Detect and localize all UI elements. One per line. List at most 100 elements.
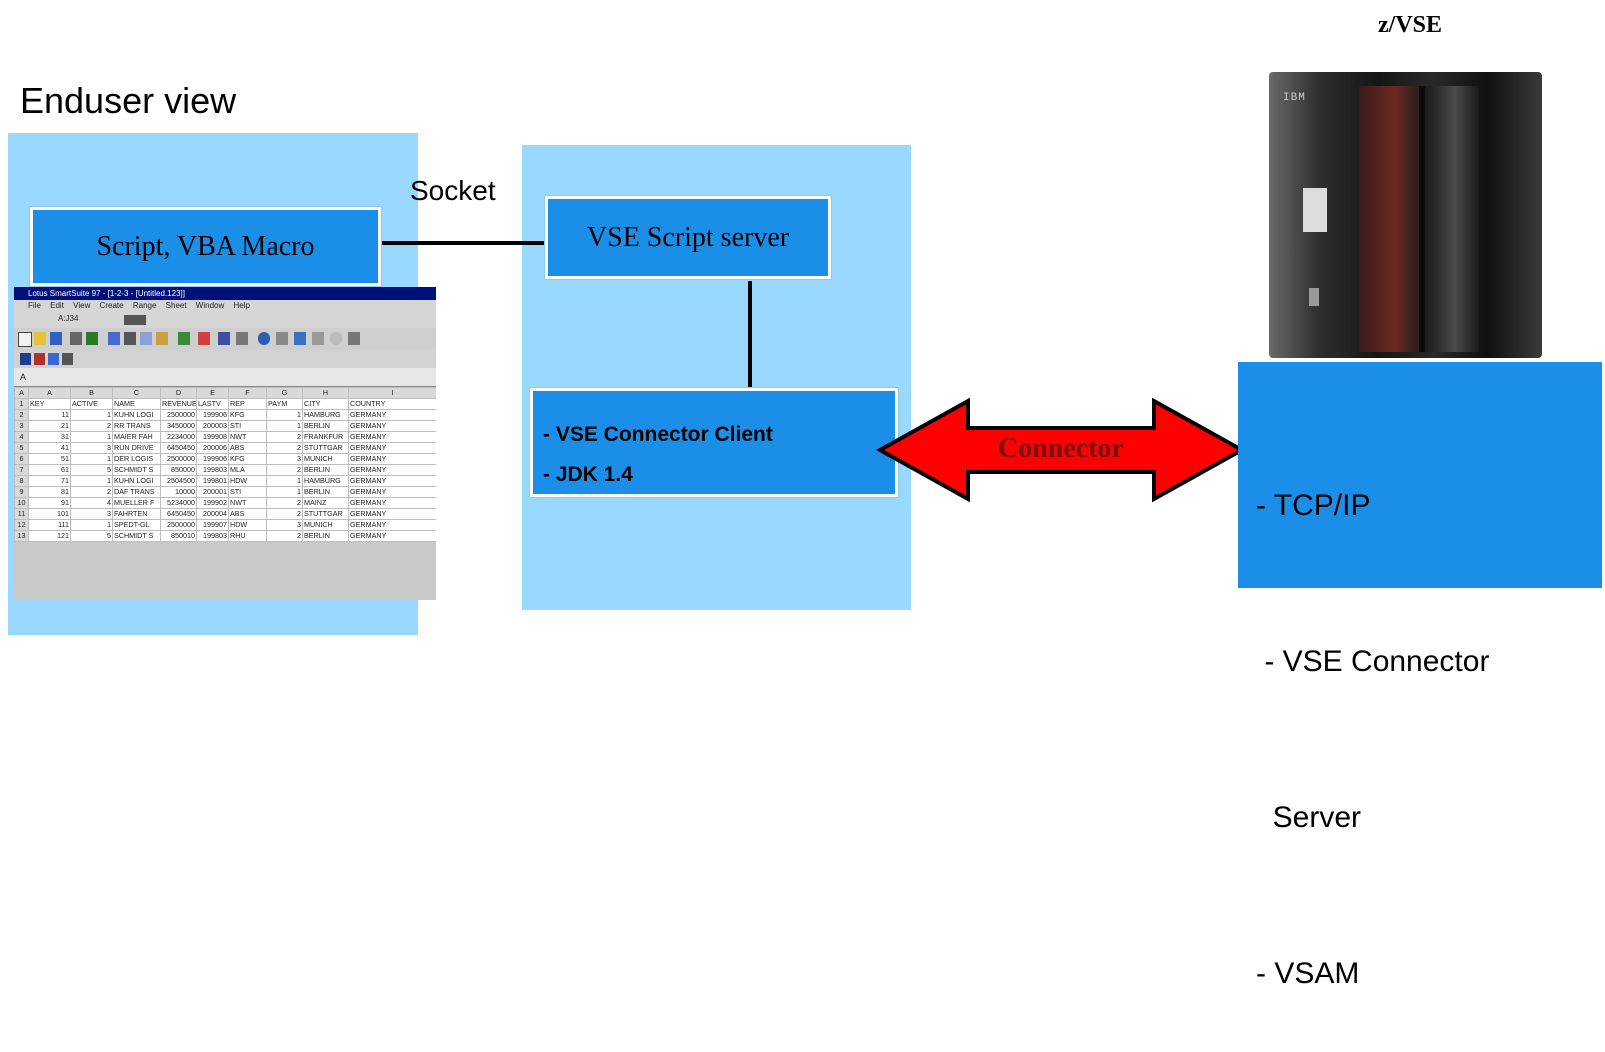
column-letter: F (228, 387, 267, 399)
table-cell: 1 (70, 519, 113, 531)
open-icon[interactable] (34, 332, 46, 345)
spreadsheet-titlebar: Lotus SmartSuite 97 - [1-2-3 - [Untitled… (14, 287, 436, 300)
vsam-line: - VSAM (1256, 957, 1360, 990)
table-cell: 2 (266, 431, 303, 443)
table-cell: DER LOGIS (112, 453, 161, 465)
menu-view[interactable]: View (73, 301, 91, 310)
navigator-buttons[interactable] (124, 315, 146, 325)
menu-file[interactable]: File (28, 301, 41, 310)
new-icon[interactable] (18, 332, 32, 347)
connector-client-line: - VSE Connector Client (543, 423, 773, 446)
table-cell: 71 (28, 475, 71, 487)
table-cell: 1 (266, 409, 303, 421)
table-cell: MUNICH (302, 453, 349, 465)
text-icon[interactable] (348, 332, 360, 345)
table-cell: KUHN LOGI (112, 475, 161, 487)
socket-label: Socket (410, 175, 496, 206)
table-cell: 4 (70, 497, 113, 509)
menu-help[interactable]: Help (233, 301, 250, 310)
table-cell: 101 (28, 508, 71, 520)
table-cell: GERMANY (348, 453, 436, 465)
table-cell: 2 (266, 442, 303, 454)
globe-icon[interactable] (258, 332, 270, 345)
table-cell: SCHMIDT S (112, 464, 161, 476)
print-icon[interactable] (70, 332, 82, 345)
table-cell: 199801 (196, 475, 229, 487)
menu-sheet[interactable]: Sheet (165, 301, 187, 310)
table-cell: RHU (228, 530, 267, 542)
sheet-tab[interactable]: A (14, 368, 436, 387)
column-letter: A (28, 387, 71, 399)
vse-script-server-label: VSE Script server (586, 221, 790, 253)
border-icon[interactable] (62, 353, 73, 365)
zvse-label: z/VSE (1378, 12, 1443, 38)
table-cell: 199906 (196, 409, 229, 421)
script-vba-macro-label: Script, VBA Macro (96, 230, 315, 262)
cell-reference[interactable]: A:J34 (58, 314, 79, 323)
table-cell: 2 (266, 497, 303, 509)
paste-icon[interactable] (156, 332, 168, 345)
table-cell: 199907 (196, 519, 229, 531)
vse-server-box: - TCP/IP - VSE Connector Server - VSAM (1238, 362, 1602, 990)
table-cell: GERMANY (348, 497, 436, 509)
preview-icon[interactable] (86, 332, 98, 345)
format-icon[interactable] (178, 332, 190, 345)
table-cell: 2 (266, 508, 303, 520)
undo-icon[interactable] (108, 332, 120, 345)
column-header: LASTV (196, 398, 229, 410)
cut-icon[interactable] (124, 332, 136, 345)
menu-window[interactable]: Window (195, 301, 225, 310)
table-cell: 2500000 (160, 409, 197, 421)
table-cell: STUTTGAR (302, 508, 349, 520)
sum-icon[interactable] (218, 332, 230, 345)
table-cell: 21 (28, 420, 71, 432)
table-cell: NWT (228, 431, 267, 443)
table-cell: 2504500 (160, 475, 197, 487)
row-number: 12 (14, 519, 29, 531)
shape-icon[interactable] (294, 332, 306, 345)
vertical-link-line (748, 281, 752, 391)
column-letter: I (348, 387, 436, 399)
row-number: 4 (14, 431, 29, 443)
circle-icon[interactable] (330, 332, 342, 345)
table-cell: 200003 (196, 420, 229, 432)
save-icon[interactable] (50, 332, 62, 345)
table-cell: RUN DRIVE (112, 442, 161, 454)
draw-icon[interactable] (276, 332, 288, 345)
row-number: 8 (14, 475, 29, 487)
underline-icon[interactable] (48, 353, 59, 365)
vse-connector-line: - VSE Connector (1256, 645, 1490, 678)
secondary-toolbar (14, 350, 436, 368)
column-header: CITY (302, 398, 349, 410)
table-cell: 3 (70, 508, 113, 520)
table-cell: SPEDT-GL (112, 519, 161, 531)
italic-icon[interactable] (34, 353, 45, 365)
row-number: 6 (14, 453, 29, 465)
table-cell: KFG (228, 453, 267, 465)
table-cell: 1 (70, 453, 113, 465)
row-number: 5 (14, 442, 29, 454)
spreadsheet-menubar: File Edit View Create Range Sheet Window… (14, 300, 436, 312)
table-cell: BERLIN (302, 464, 349, 476)
copy-icon[interactable] (140, 332, 152, 345)
menu-range[interactable]: Range (132, 301, 157, 310)
line-icon[interactable] (312, 332, 324, 345)
table-cell: 81 (28, 486, 71, 498)
menu-edit[interactable]: Edit (50, 301, 64, 310)
main-toolbar (14, 328, 436, 350)
table-cell: 3 (266, 453, 303, 465)
table-cell: 6450450 (160, 508, 197, 520)
column-header: ACTIVE (70, 398, 113, 410)
chart-icon[interactable] (198, 332, 210, 345)
sort-icon[interactable] (236, 332, 248, 345)
table-cell: 2234000 (160, 431, 197, 443)
menu-create[interactable]: Create (99, 301, 124, 310)
bold-icon[interactable] (20, 353, 31, 365)
table-cell: 41 (28, 442, 71, 454)
